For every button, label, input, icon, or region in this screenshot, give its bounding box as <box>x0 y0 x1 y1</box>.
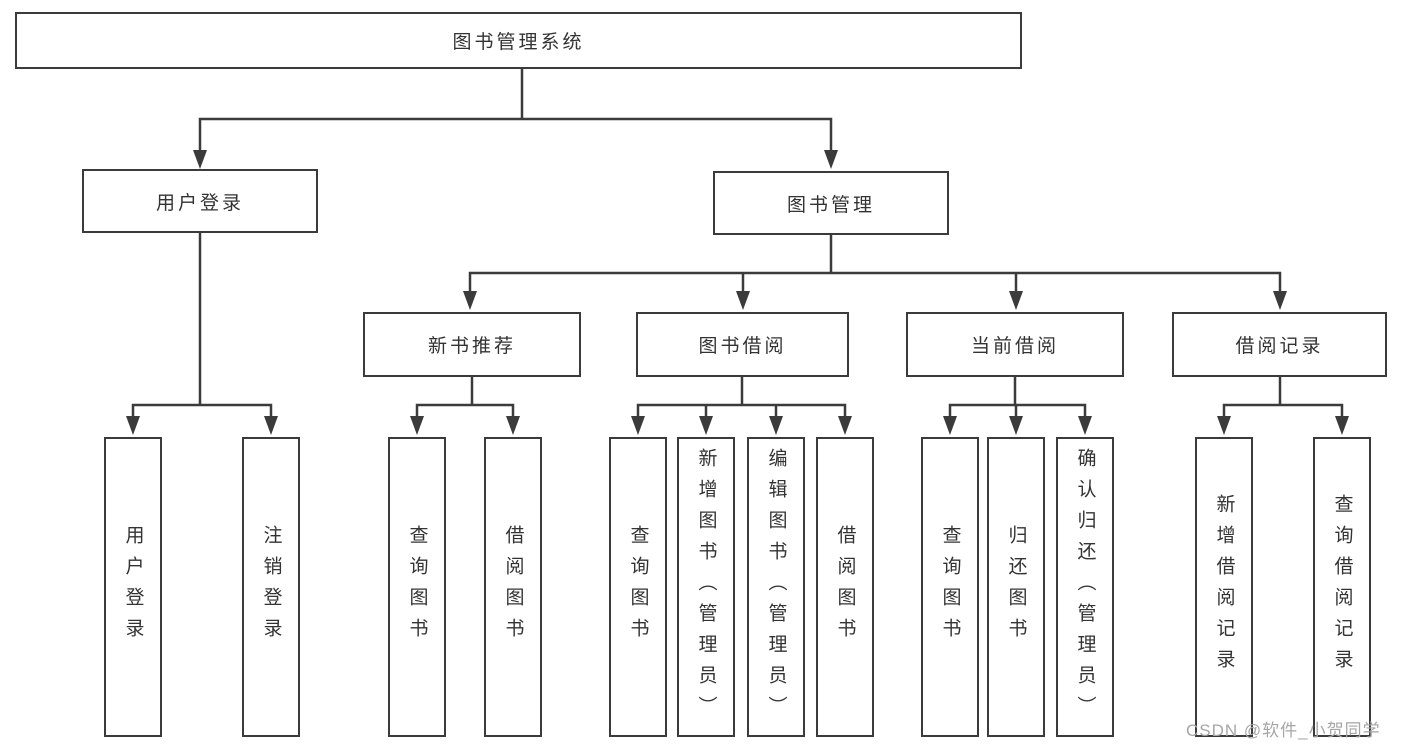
leaf-user-login: 用户登录 <box>104 437 162 737</box>
leaf-return-books: 归还图书 <box>987 437 1045 737</box>
leaf-borrow-books: 借阅图书 <box>816 437 874 737</box>
leaf-add-borrow-record-label: 新增借阅记录 <box>1213 494 1235 680</box>
leaf-add-books-admin-label: 新增图书（管理员） <box>695 447 717 727</box>
connector-current-borrow <box>948 375 1087 420</box>
leaf-recommend-query-books-label: 查询图书 <box>406 525 428 649</box>
leaf-confirm-return-admin-label: 确认归还（管理员） <box>1074 447 1096 727</box>
arrow-icon <box>1009 416 1023 435</box>
arrow-icon <box>824 150 838 169</box>
arrow-icon <box>631 416 645 435</box>
node-current-borrow: 当前借阅 <box>906 312 1124 377</box>
node-root-label: 图书管理系统 <box>452 32 585 53</box>
arrow-icon <box>943 416 957 435</box>
leaf-recommend-query-books: 查询图书 <box>388 437 446 737</box>
leaf-borrow-query-books-label: 查询图书 <box>627 525 649 649</box>
connector-new-book-recommend <box>415 375 515 420</box>
leaf-query-borrow-record-label: 查询借阅记录 <box>1331 494 1353 680</box>
node-borrow-records: 借阅记录 <box>1172 312 1387 377</box>
connector-root <box>198 67 833 152</box>
arrow-icon <box>1273 291 1287 310</box>
arrow-icon <box>264 416 278 435</box>
arrow-icon <box>506 416 520 435</box>
leaf-current-query-books: 查询图书 <box>921 437 979 737</box>
leaf-logout-label: 注销登录 <box>260 525 282 649</box>
leaf-return-books-label: 归还图书 <box>1005 525 1027 649</box>
node-root: 图书管理系统 <box>15 12 1022 69</box>
node-book-borrow: 图书借阅 <box>636 312 849 377</box>
leaf-recommend-borrow-books: 借阅图书 <box>484 437 542 737</box>
arrow-icon <box>1009 291 1023 310</box>
csdn-watermark: CSDN @软件_小贺同学 <box>1186 721 1381 740</box>
leaf-query-borrow-record: 查询借阅记录 <box>1313 437 1371 737</box>
connector-user-login <box>131 231 273 420</box>
connector-book-management <box>468 233 1282 294</box>
connector-borrow-records <box>1222 375 1344 420</box>
arrow-icon <box>193 150 207 169</box>
arrow-icon <box>838 416 852 435</box>
arrow-icon <box>1078 416 1092 435</box>
node-book-management-label: 图书管理 <box>786 194 875 216</box>
node-user-login-label: 用户登录 <box>155 192 244 214</box>
leaf-confirm-return-admin: 确认归还（管理员） <box>1056 437 1114 737</box>
leaf-borrow-query-books: 查询图书 <box>609 437 667 737</box>
node-borrow-records-label: 借阅记录 <box>1235 336 1324 357</box>
node-new-book-recommend-label: 新书推荐 <box>427 336 516 357</box>
leaf-edit-books-admin-label: 编辑图书（管理员） <box>765 447 787 727</box>
arrow-icon <box>699 416 713 435</box>
node-new-book-recommend: 新书推荐 <box>363 312 581 377</box>
arrow-icon <box>1217 416 1231 435</box>
node-book-management: 图书管理 <box>713 171 949 235</box>
node-book-borrow-label: 图书借阅 <box>698 336 787 357</box>
arrow-icon <box>736 291 750 310</box>
leaf-logout: 注销登录 <box>242 437 300 737</box>
arrow-icon <box>126 416 140 435</box>
leaf-add-borrow-record: 新增借阅记录 <box>1195 437 1253 737</box>
node-user-login: 用户登录 <box>82 169 318 233</box>
node-current-borrow-label: 当前借阅 <box>970 336 1059 357</box>
arrow-icon <box>463 291 477 310</box>
arrow-icon <box>769 416 783 435</box>
leaf-user-login-label: 用户登录 <box>122 525 144 649</box>
leaf-recommend-borrow-books-label: 借阅图书 <box>502 525 524 649</box>
arrowheads <box>126 150 1349 435</box>
arrow-icon <box>1335 416 1349 435</box>
arrow-icon <box>410 416 424 435</box>
leaf-edit-books-admin: 编辑图书（管理员） <box>747 437 805 737</box>
leaf-current-query-books-label: 查询图书 <box>939 525 961 649</box>
connector-book-borrow <box>636 375 847 420</box>
leaf-borrow-books-label: 借阅图书 <box>834 525 856 649</box>
leaf-add-books-admin: 新增图书（管理员） <box>677 437 735 737</box>
